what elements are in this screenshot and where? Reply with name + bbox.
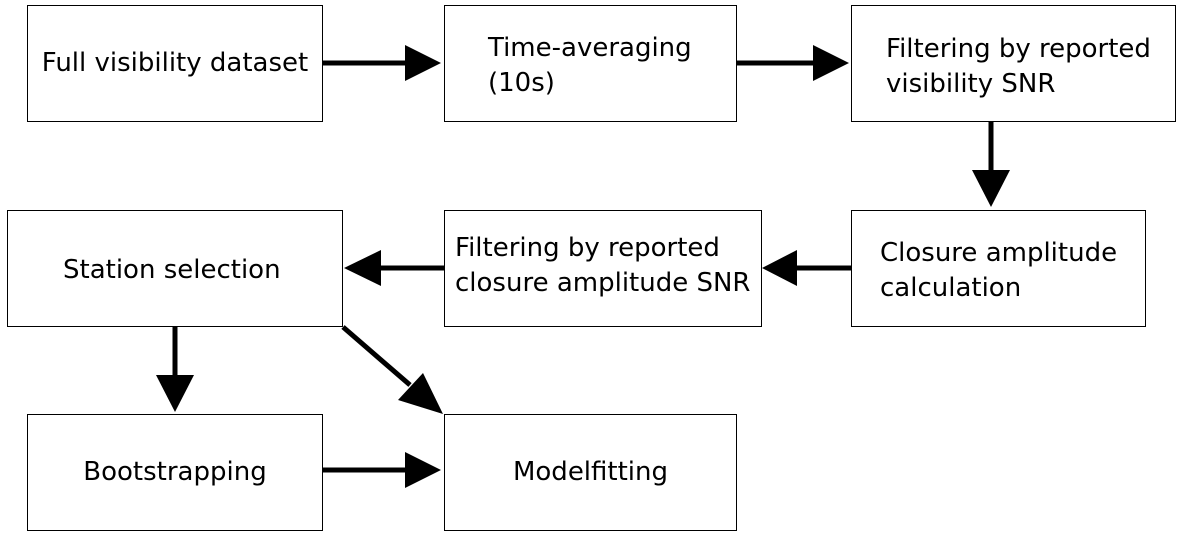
edge-arrow [323, 45, 441, 81]
edge-arrow [156, 327, 194, 412]
node-filtering-closure-amplitude-snr: Filtering by reported closure amplitude … [444, 210, 762, 327]
node-modelfitting: Modelfitting [444, 414, 737, 531]
node-label: Full visibility dataset [41, 47, 309, 78]
node-label: Filtering by reported visibility SNR [886, 34, 1151, 100]
node-closure-amplitude-calculation: Closure amplitude calculation [851, 210, 1146, 327]
node-label: Closure amplitude calculation [880, 238, 1118, 304]
node-full-visibility-dataset: Full visibility dataset [27, 5, 323, 122]
node-station-selection: Station selection [7, 210, 343, 327]
node-filtering-visibility-snr: Filtering by reported visibility SNR [851, 5, 1176, 122]
edge-arrow [737, 45, 849, 81]
edge-arrow [972, 122, 1010, 207]
node-time-averaging: Time-averaging (10s) [444, 5, 737, 122]
node-label: Bootstrapping [83, 456, 267, 487]
node-bootstrapping: Bootstrapping [27, 414, 323, 531]
node-label: Station selection [63, 255, 281, 285]
edge-arrow [762, 250, 851, 286]
node-label: Filtering by reported closure amplitude … [455, 233, 751, 299]
edge-arrow [344, 250, 444, 286]
edge-arrow [341, 325, 443, 414]
node-label: Modelfitting [512, 456, 669, 487]
edge-arrow [323, 452, 441, 488]
node-label: Time-averaging (10s) [488, 33, 692, 99]
